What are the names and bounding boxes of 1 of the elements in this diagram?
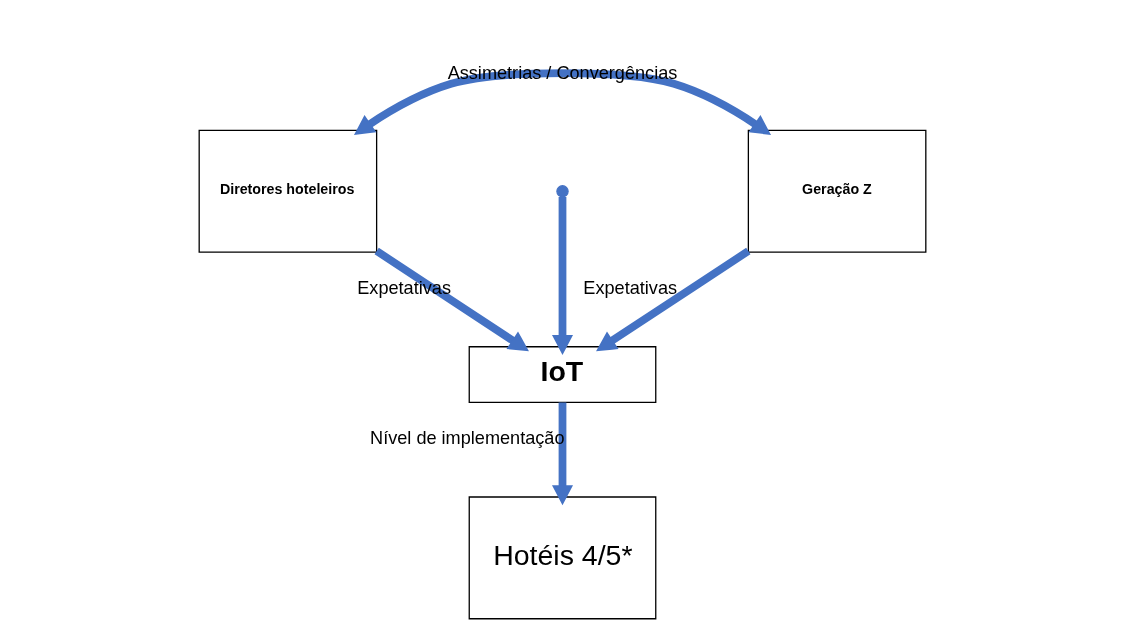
edge-label: Expetativas: [583, 278, 678, 299]
